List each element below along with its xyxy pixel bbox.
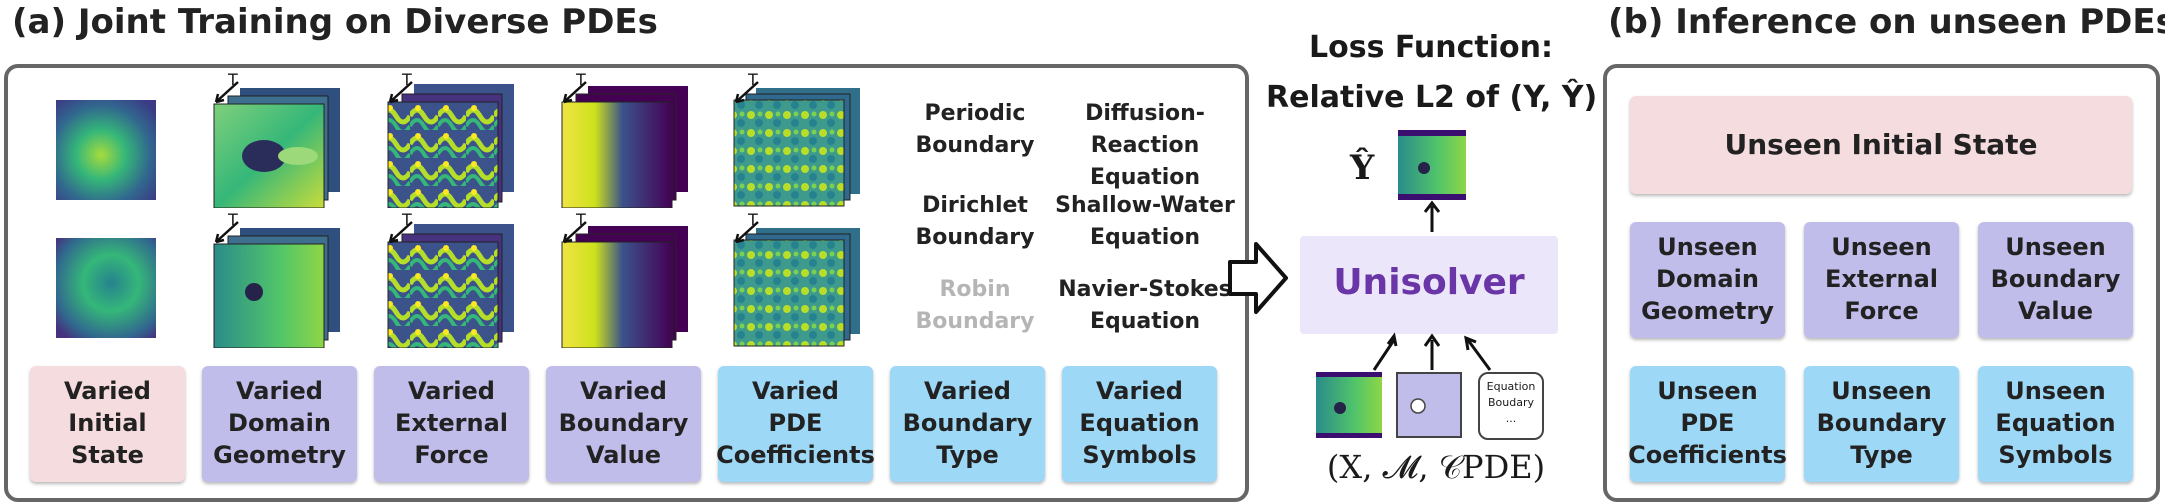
card-varied-initial-state: Varied Initial State: [30, 366, 185, 482]
right-panel-title: (b) Inference on unseen PDEs: [1608, 2, 2165, 42]
time-arrow-icon: [562, 81, 587, 104]
card-varied-domain-geometry: Varied Domain Geometry: [202, 366, 357, 482]
external-force-stack-2: [387, 224, 514, 348]
up-arrow-icon: [1423, 200, 1441, 232]
loss-function-formula: Relative L2 of (Y, Ŷ): [1266, 80, 1598, 115]
boundary-type-robin: Robin Boundary: [915, 277, 1035, 334]
input-arrows-icon: [1372, 332, 1492, 371]
card-unseen-boundary-value: Unseen Boundary Value: [1978, 222, 2133, 338]
domain-geometry-stack-1: [213, 88, 340, 208]
left-panel-title: (a) Joint Training on Diverse PDEs: [12, 2, 658, 42]
symbol-box-boundary: Boudary: [1487, 395, 1534, 409]
time-arrow-icon: [214, 81, 239, 104]
equation-symbols-box: Equation Boudary ...: [1478, 372, 1544, 440]
time-label: T: [402, 210, 412, 229]
card-unseen-pde-coefficients: Unseen PDE Coefficients: [1628, 366, 1787, 482]
boundary-type-dirichlet: Dirichlet Boundary: [915, 193, 1035, 250]
time-label: T: [576, 70, 586, 89]
unisolver-model-box: [1300, 236, 1558, 334]
initial-state-field-1: [56, 100, 156, 200]
card-varied-external-force: Varied External Force: [374, 366, 529, 482]
time-arrow-icon: [562, 221, 587, 244]
equation-navier-stokes: Navier-Stokes Equation: [1058, 277, 1232, 334]
right-panel: [1603, 64, 2160, 502]
symbol-box-equation: Equation: [1486, 380, 1536, 393]
unisolver-model-name: Unisolver: [1333, 262, 1525, 303]
card-unseen-external-force: Unseen External Force: [1804, 222, 1959, 338]
domain-geometry-stack-2: [213, 228, 340, 348]
card-unseen-initial-state: Unseen Initial State: [1630, 96, 2132, 194]
initial-state-field-2: [56, 238, 156, 338]
pde-coefficient-stack-2: [733, 228, 860, 347]
time-label: T: [576, 210, 586, 229]
time-label: T: [402, 70, 412, 89]
card-varied-boundary-value: Varied Boundary Value: [546, 366, 701, 482]
inputs-label: (X, 𝓜, 𝒞PDE): [1326, 448, 1546, 486]
equation-shallow-water: Shallow-Water Equation: [1055, 193, 1235, 250]
card-unseen-equation-symbols: Unseen Equation Symbols: [1978, 366, 2133, 482]
time-arrow-icon: [388, 221, 413, 244]
loss-function-title: Loss Function:: [1309, 30, 1553, 65]
time-label: T: [228, 210, 238, 229]
time-arrow-icon: [734, 221, 759, 244]
time-arrow-icon: [388, 81, 413, 104]
card-unseen-boundary-type: Unseen Boundary Type: [1804, 366, 1959, 482]
time-label: T: [748, 70, 758, 89]
flow-arrow-icon: [1228, 242, 1288, 314]
domain-mask-icon: [1396, 372, 1462, 438]
symbol-box-ellipsis: ...: [1505, 411, 1517, 425]
time-arrow-icon: [734, 81, 759, 104]
card-unseen-domain-geometry: Unseen Domain Geometry: [1630, 222, 1785, 338]
card-varied-boundary-type: Varied Boundary Type: [890, 366, 1045, 482]
time-arrow-icon: [214, 221, 239, 244]
prediction-field: [1398, 130, 1466, 200]
time-label: T: [748, 210, 758, 229]
card-varied-equation-symbols: Varied Equation Symbols: [1062, 366, 1217, 482]
input-field-x: [1316, 372, 1382, 438]
y-hat-label: Ŷ: [1350, 148, 1375, 188]
equation-diffusion-reaction: Diffusion-Reaction Equation: [1085, 101, 1205, 190]
external-force-stack-1: [387, 84, 514, 208]
time-label: T: [228, 70, 238, 89]
boundary-value-stack-1: [561, 86, 688, 208]
card-varied-pde-coefficients: Varied PDE Coefficients: [716, 366, 875, 482]
boundary-type-periodic: Periodic Boundary: [915, 101, 1035, 158]
pde-coefficient-stack-1: [733, 88, 860, 207]
boundary-value-stack-2: [561, 226, 688, 348]
